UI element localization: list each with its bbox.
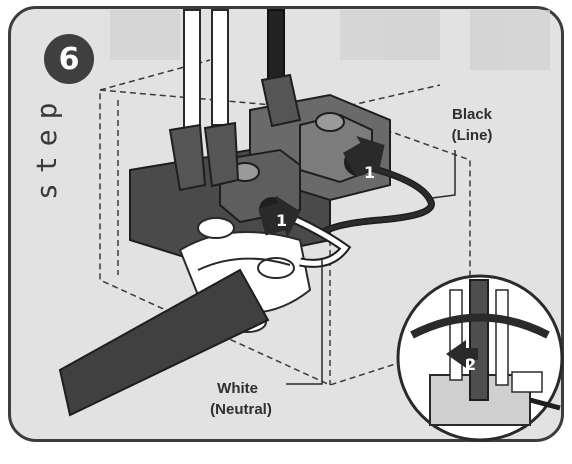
white-neutral-title: White: [217, 380, 258, 397]
black-line-title: Black: [451, 106, 493, 123]
wires-top: [183, 9, 285, 131]
white-neutral-label: White (Neutral): [196, 378, 286, 420]
background-decoration: [110, 10, 550, 70]
white-neutral-subtitle: (Neutral): [210, 401, 272, 418]
main-cable: [58, 268, 270, 417]
zoom-inset: [396, 274, 564, 442]
black-line-subtitle: (Line): [451, 127, 493, 144]
black-line-label: Black (Line): [437, 104, 507, 146]
step-number-badge: 6: [44, 34, 94, 84]
arrow-2-number: 2: [465, 355, 476, 374]
label-leaders: [286, 150, 456, 385]
terminal-block: [129, 73, 391, 267]
arrow-1-upper: [343, 135, 385, 178]
arrow-1-lower-number: 1: [276, 211, 287, 230]
arrow-1-upper-number: 1: [364, 163, 375, 182]
step-number: 6: [58, 41, 80, 77]
arrow-1-lower: [258, 195, 301, 239]
step-word-text: step: [30, 92, 63, 200]
